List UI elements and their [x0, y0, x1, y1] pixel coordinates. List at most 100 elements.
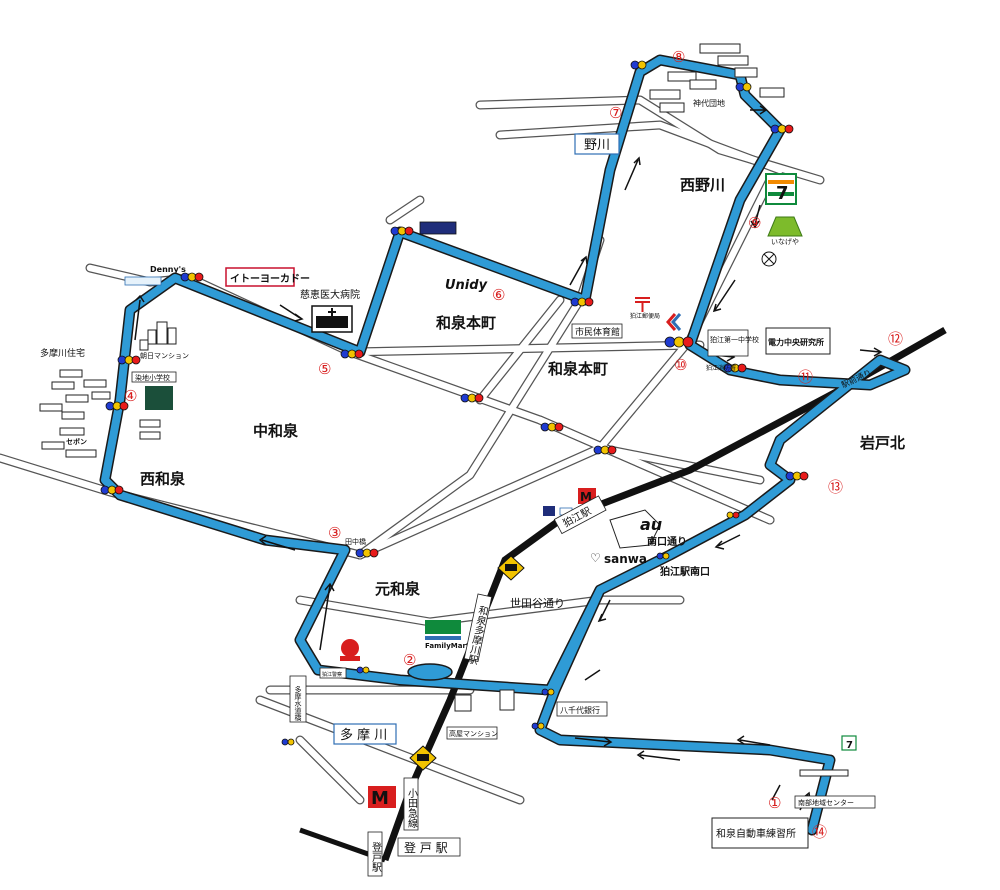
route-number-5: ⑤ — [318, 360, 331, 378]
inageya-text: いなげや — [771, 237, 799, 246]
label-komae-ekimae: 狛江駅南口 — [659, 565, 710, 578]
landmark-asahi-mansion: 朝日マンション — [140, 352, 189, 360]
noborito-vertical-box — [367, 831, 383, 877]
landmark-komae-police: 狛江警察 — [322, 671, 342, 678]
dennys-logo: Denny's — [150, 265, 186, 274]
river-tamagawa: 多 摩 川 — [340, 727, 387, 743]
red-restaurant-logo — [340, 639, 360, 661]
route-number-6: ⑥ — [492, 286, 505, 304]
landmark-shimin-taiikukan: 市民体育館 — [575, 326, 620, 338]
label-tamasui-bridge: 多摩水道橋 — [294, 685, 302, 722]
traffic-signals — [100, 60, 809, 746]
restaurant-green-logo — [145, 386, 173, 410]
landmark-somechi-es: 染地小学校 — [135, 373, 170, 382]
building-blocks — [39, 43, 849, 777]
inageya-logo: いなげや — [767, 216, 803, 246]
landmark-minami-center: 南部地域センター — [798, 798, 854, 807]
label-odakyu-line: 小田急線 — [406, 788, 418, 828]
river-nogawa: 野川 — [584, 138, 610, 153]
police-box — [319, 667, 347, 679]
area-naka-izumi: 中和泉 — [253, 422, 299, 440]
seven-eleven-text: 7 — [776, 183, 789, 204]
street-network — [0, 95, 825, 805]
landmark-jindai-danchi: 神代団地 — [693, 98, 725, 108]
sanwa-logo: ♡ sanwa — [590, 551, 647, 566]
area-moto-izumi: 元和泉 — [375, 580, 421, 598]
kamata-store-logo — [419, 221, 457, 235]
area-labels: 西野川 和泉本町 和泉本町 中和泉 西和泉 元和泉 岩戸北 — [140, 176, 905, 598]
route-number-11: ⑪ — [798, 368, 813, 386]
komae-station-box — [553, 495, 607, 535]
odakyu-line-box — [403, 777, 419, 831]
izumi-station-box — [463, 593, 493, 662]
station-noborito: 登戸駅 — [370, 841, 382, 873]
area-izumi-honmachi-2: 和泉本町 — [548, 360, 608, 378]
tamasui-bridge-box — [289, 675, 307, 723]
post-office-icon — [635, 297, 650, 312]
itoyokado-text: イトーヨーカドー — [230, 273, 310, 285]
itoyokado-logo: イトーヨーカドー — [225, 267, 310, 287]
izumi-station-group: 和泉多摩川駅 — [463, 593, 493, 666]
police-icon — [761, 251, 777, 267]
yachiyo-box — [556, 701, 608, 717]
landmark-jikei: 慈恵医大病院 — [300, 288, 360, 301]
seven-eleven-small-logo: 7 — [841, 735, 857, 751]
area-izumi-honmachi-1: 和泉本町 — [436, 314, 496, 332]
route-number-14: ⑭ — [812, 823, 827, 841]
train-icon-izumi — [497, 555, 525, 581]
train-icon-noborito — [409, 745, 437, 771]
area-iwado-kita: 岩戸北 — [859, 434, 905, 452]
route-number-12: ⑫ — [888, 330, 903, 348]
bank-mark — [543, 506, 555, 516]
somechi-box — [131, 371, 177, 383]
landmark-seibon: セボン — [66, 437, 87, 446]
takaya-box — [446, 726, 498, 740]
landmark-yachiyo-bank: 八千代銀行 — [560, 705, 600, 715]
label-nangu-bridge: 田中橋 — [345, 537, 366, 546]
family-mart-logo: FamilyMart — [425, 620, 470, 650]
road-setagaya-dori: 世田谷通り — [510, 597, 565, 610]
family-mart-text: FamilyMart — [425, 642, 470, 650]
nogawa-box — [574, 133, 620, 155]
area-nishinogawa: 西野川 — [680, 176, 725, 194]
route-number-3: ③ — [328, 524, 341, 542]
hospital-building-icon — [311, 305, 353, 333]
mcdonalds-m-top: M — [580, 490, 592, 504]
landmark-takaya-mansion: 高屋マンション — [449, 729, 498, 738]
daiichi-jh-box — [707, 329, 749, 357]
brand-logos: イトーヨーカドー Denny's Unidy 7 いなげや — [124, 173, 857, 809]
tamagawa-box — [333, 723, 397, 745]
route-number-1: ① — [768, 794, 781, 812]
hospital-k-icon — [666, 313, 682, 331]
route-number-4: ④ — [124, 387, 137, 405]
landmark-denryoku: 電力中央研究所 — [768, 337, 824, 347]
route-number-8: ⑧ — [672, 48, 685, 66]
mcdonalds-logo-bottom: M — [368, 786, 396, 809]
route-number-9: ⑨ — [748, 214, 761, 232]
noborito-box — [397, 837, 461, 857]
route-number-13: ⑬ — [828, 478, 843, 496]
road-minamiguchi-dori: 南口通り — [647, 535, 687, 548]
river-labels: 野川 多 摩 川 — [333, 133, 620, 745]
route-number-10: ⑩ — [674, 356, 687, 374]
denryoku-box — [765, 327, 831, 355]
sanwa-text: sanwa — [604, 552, 647, 566]
area-nishi-izumi: 西和泉 — [140, 470, 186, 488]
station-noborito-big: 登 戸 駅 — [404, 840, 448, 855]
pond — [407, 663, 453, 681]
seven-eleven-logo: 7 — [765, 173, 797, 205]
plaza-outline — [609, 509, 661, 549]
sanwa-heart-icon: ♡ — [590, 551, 601, 565]
route-number-7: ⑦ — [609, 104, 622, 122]
landmark-komae-post: 狛江郵便局 — [630, 312, 660, 320]
minami-center-box — [794, 795, 876, 809]
landmark-tamagawa-jutaku: 多摩川住宅 — [40, 347, 85, 359]
landmark-komae-fire: 狛江消防署 — [706, 364, 736, 372]
landmark-labels: 慈恵医大病院 市民体育館 狛江郵便局 狛江第一中学校 電力中央研究所 狛江消防署… — [40, 98, 876, 849]
unidy-logo: Unidy — [445, 278, 488, 293]
taiikukan-box — [571, 323, 623, 339]
mcdonalds-m-bottom: M — [371, 788, 389, 809]
au-logo: au — [640, 515, 662, 534]
